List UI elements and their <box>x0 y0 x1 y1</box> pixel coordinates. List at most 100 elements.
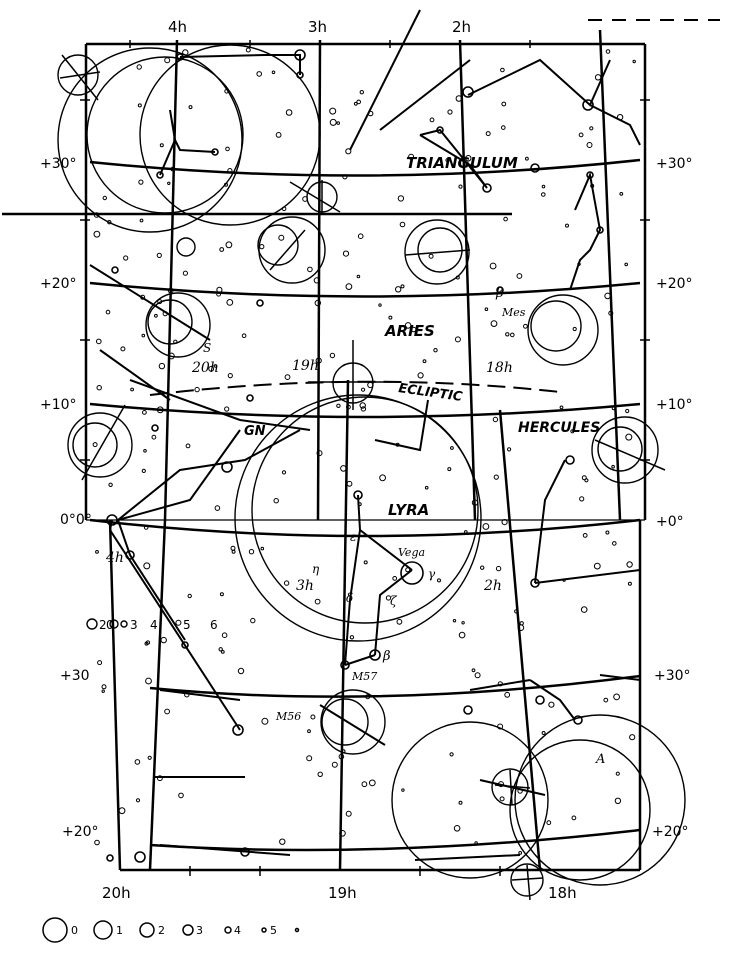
faint-star <box>410 326 417 333</box>
faint-star <box>188 105 193 110</box>
faint-star <box>516 273 523 279</box>
faint-star <box>95 550 99 554</box>
ra-label-bottom-18h: 18h <box>548 884 577 902</box>
faint-star <box>465 155 472 162</box>
faint-star <box>216 291 222 297</box>
faint-star <box>145 677 152 685</box>
faint-star <box>139 218 144 223</box>
faint-star <box>168 352 175 360</box>
faint-star <box>501 519 508 526</box>
faint-star <box>580 606 588 613</box>
faint-star <box>447 467 452 472</box>
faint-star <box>279 838 286 845</box>
faint-star <box>105 309 111 315</box>
faint-star <box>586 142 593 148</box>
label-beta-lower: β <box>382 649 391 664</box>
faint-star <box>107 220 112 225</box>
faint-star <box>93 212 100 218</box>
faint-star <box>147 755 152 760</box>
faint-star <box>517 624 525 632</box>
faint-star <box>224 406 230 412</box>
faint-star <box>379 474 387 482</box>
ra-label-lower-3h: 3h <box>296 578 314 594</box>
stars-faint <box>92 47 636 855</box>
mag-top-2: 3 <box>130 618 138 632</box>
dec-left-10: +10° <box>40 397 77 413</box>
faint-star <box>237 667 245 675</box>
faint-star <box>396 618 403 625</box>
faint-star <box>541 192 546 197</box>
faint-star <box>194 386 200 393</box>
label-vega: Vega <box>398 546 425 559</box>
faint-star <box>225 241 233 249</box>
faint-star <box>208 365 215 372</box>
faint-star <box>92 442 98 448</box>
faint-star <box>356 99 362 105</box>
faint-star <box>452 619 457 623</box>
ra-label-lower-4h: 4h <box>105 550 124 566</box>
faint-star <box>490 320 498 328</box>
label-messier-upper: Mes <box>501 306 526 319</box>
mag-bottom-3: 3 <box>196 924 203 937</box>
mag-top-5: 6 <box>210 618 218 632</box>
faint-star <box>273 498 279 504</box>
faint-star <box>395 442 400 447</box>
faint-star <box>424 485 429 490</box>
faint-star <box>357 502 362 507</box>
label-eta: η <box>312 562 320 576</box>
faint-star <box>559 405 564 410</box>
faint-star <box>226 299 234 306</box>
faint-star <box>331 761 338 768</box>
faint-star <box>627 581 632 586</box>
faint-star <box>224 89 229 94</box>
faint-star <box>593 562 601 570</box>
faint-star <box>118 807 126 815</box>
faint-star <box>339 830 346 837</box>
faint-star <box>130 387 135 392</box>
faint-star <box>499 796 505 802</box>
mag-bottom-4: 4 <box>234 924 241 937</box>
ecliptic-line <box>149 380 561 396</box>
faint-star <box>485 131 491 137</box>
faint-star <box>361 387 366 392</box>
faint-star <box>278 234 285 241</box>
faint-star <box>349 635 355 640</box>
faint-star <box>504 691 511 698</box>
crosshairs <box>59 54 666 901</box>
faint-star <box>611 464 615 469</box>
faint-star <box>315 357 322 364</box>
faint-star <box>429 117 435 123</box>
faint-star <box>178 792 184 799</box>
faint-star <box>404 322 412 329</box>
faint-star <box>224 182 228 187</box>
faint-star <box>461 621 465 625</box>
stars-bright <box>106 49 604 863</box>
faint-star <box>284 374 291 381</box>
label-m56: M56 <box>275 710 301 723</box>
faint-star <box>614 797 622 804</box>
faint-star <box>93 230 101 238</box>
faint-star <box>501 101 507 107</box>
faint-star <box>136 64 142 70</box>
faint-star <box>489 262 497 270</box>
faint-star <box>365 694 371 700</box>
mag-top-4: 5 <box>183 618 191 632</box>
faint-star <box>471 499 479 506</box>
faint-star <box>579 496 585 502</box>
faint-star <box>611 406 616 411</box>
dec-right-10: +10° <box>656 397 693 413</box>
faint-star <box>140 294 146 300</box>
faint-star <box>310 714 316 720</box>
faint-star <box>143 562 151 570</box>
mag-bottom-1: 1 <box>116 924 123 937</box>
faint-star <box>363 560 368 565</box>
faint-star <box>157 775 163 782</box>
faint-star <box>96 338 102 345</box>
faint-star <box>341 749 346 754</box>
faint-star <box>159 143 164 148</box>
faint-star <box>464 530 468 534</box>
faint-star <box>162 311 168 317</box>
faint-star <box>164 708 171 715</box>
faint-star <box>101 689 105 693</box>
faint-star <box>227 168 233 174</box>
